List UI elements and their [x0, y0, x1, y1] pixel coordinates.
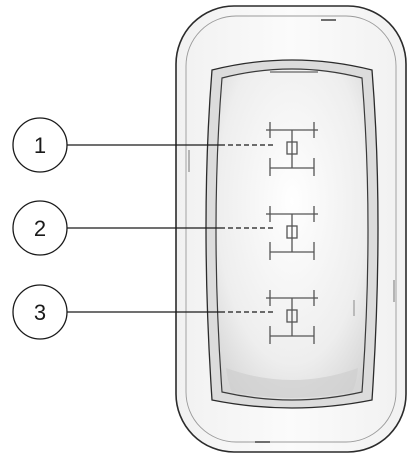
callout-label-2: 2 — [34, 216, 46, 241]
bezel-inner-edge — [185, 15, 397, 443]
callout-label-1: 1 — [34, 133, 46, 158]
callout-circle-1 — [12, 117, 68, 173]
callout-label-3: 3 — [34, 300, 46, 325]
callout-circle-3 — [12, 284, 68, 340]
callout-circle-2 — [12, 200, 68, 256]
rocker-lower-shadow — [226, 368, 358, 398]
